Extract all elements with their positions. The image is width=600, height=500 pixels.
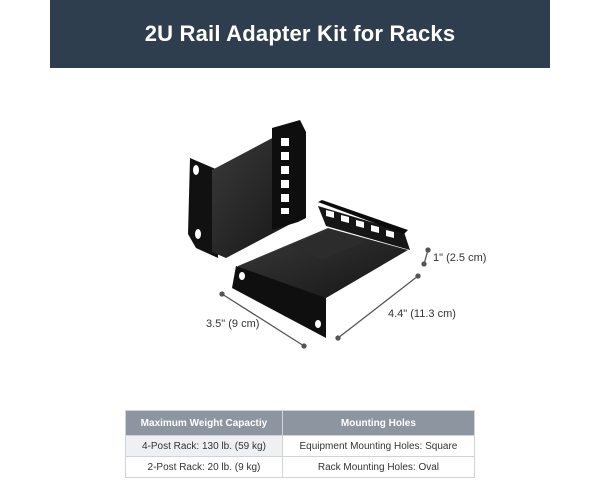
table-cell: Rack Mounting Holes: Oval <box>281 456 476 478</box>
lower-bracket <box>232 200 410 338</box>
column-header-mounting: Mounting Holes <box>281 410 476 436</box>
dimension-lines <box>219 247 431 349</box>
column-header-weight: Maximum Weight Capactiy <box>125 410 283 436</box>
height-dimension-label: 1" (2.5 cm) <box>433 252 487 264</box>
product-image: 1" (2.5 cm) 4.4" (11.3 cm) 3.5" (9 cm) <box>0 80 600 380</box>
table-cell: Equipment Mounting Holes: Square <box>281 435 476 457</box>
spec-table: Maximum Weight Capactiy Mounting Holes 4… <box>125 410 476 478</box>
rail-adapter-illustration <box>188 120 431 349</box>
table-cell: 4-Post Rack: 130 lb. (59 kg) <box>125 435 283 457</box>
upper-bracket <box>188 120 306 258</box>
table-cell: 2-Post Rack: 20 lb. (9 kg) <box>125 456 283 478</box>
table-row: 4-Post Rack: 130 lb. (59 kg) Equipment M… <box>125 435 476 457</box>
width-dimension-label: 3.5" (9 cm) <box>206 318 260 330</box>
table-row: 2-Post Rack: 20 lb. (9 kg) Rack Mounting… <box>125 456 476 478</box>
depth-dimension-label: 4.4" (11.3 cm) <box>388 308 456 320</box>
table-header-row: Maximum Weight Capactiy Mounting Holes <box>125 410 476 436</box>
header-banner: 2U Rail Adapter Kit for Racks <box>50 0 550 68</box>
page-title: 2U Rail Adapter Kit for Racks <box>144 21 456 46</box>
